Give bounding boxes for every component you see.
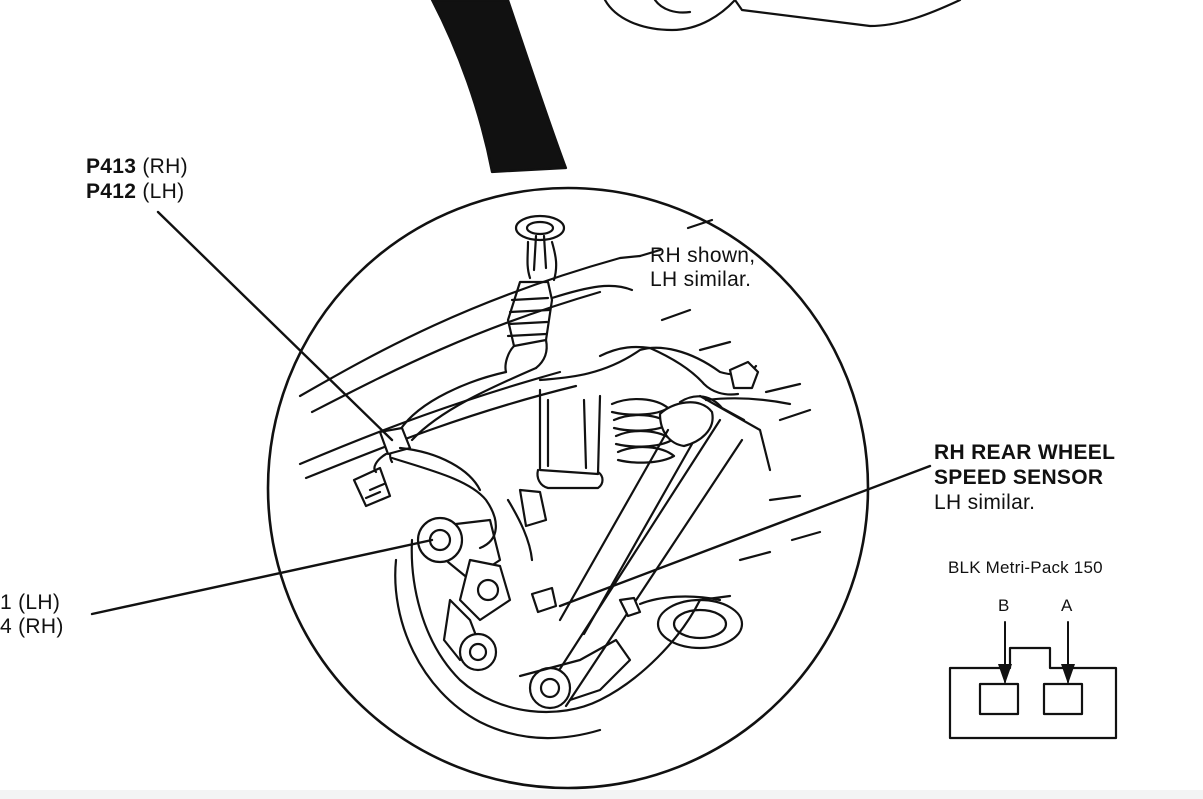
- note-line-2: LH similar.: [650, 268, 752, 291]
- lower-link: [538, 418, 744, 708]
- leader-sensor-connector: [90, 538, 434, 616]
- pin-b-label: B: [998, 596, 1010, 615]
- connector-end-view: [948, 646, 1118, 740]
- p413-id: P413: [86, 155, 137, 178]
- sensor-line-3: LH similar.: [934, 491, 1036, 514]
- left-line-2: 4 (RH): [0, 615, 64, 638]
- body-component: [603, 0, 737, 32]
- rh-shown-note: RH shown, LH similar.: [650, 244, 755, 292]
- sensor-line-2: SPEED SENSOR: [934, 466, 1104, 489]
- arrow-b-head: [998, 664, 1012, 684]
- pin-a-cavity: [1042, 682, 1084, 716]
- shock-absorber: [538, 388, 602, 476]
- note-line-1: RH shown,: [650, 244, 756, 267]
- pin-a-label: A: [1061, 596, 1073, 615]
- left-connector-label: 1 (LH) 4 (RH): [0, 591, 64, 639]
- black-hose: [430, 0, 568, 174]
- arrow-a-head: [1061, 664, 1075, 684]
- p412-id: P412: [86, 180, 137, 203]
- left-line-1: 1 (LH): [0, 591, 61, 614]
- bushing-left: [458, 632, 498, 672]
- bottom-strip: [0, 790, 1203, 799]
- axle-boss: [656, 598, 744, 650]
- connector-title: BLK Metri-Pack 150: [948, 558, 1103, 577]
- p413-label: P413 (RH): [86, 155, 188, 179]
- bushing-lower: [528, 666, 572, 710]
- detail-circle: [266, 186, 870, 790]
- pin-b-cavity: [978, 682, 1020, 716]
- wheel-speed-sensor: [416, 516, 464, 564]
- speed-sensor-label: RH REAR WHEEL SPEED SENSOR LH similar.: [934, 440, 1115, 515]
- leader-p413: [156, 210, 394, 442]
- grommet: [514, 214, 566, 242]
- p412-label: P412 (LH): [86, 180, 184, 204]
- leader-speed-sensor: [558, 464, 932, 608]
- sensor-line-1: RH REAR WHEEL: [934, 441, 1116, 464]
- upper-link: [658, 401, 714, 448]
- bolt-head: [728, 360, 760, 390]
- p412-side: (LH): [142, 180, 185, 203]
- p413-side: (RH): [142, 155, 188, 178]
- hub-assembly: [410, 538, 702, 714]
